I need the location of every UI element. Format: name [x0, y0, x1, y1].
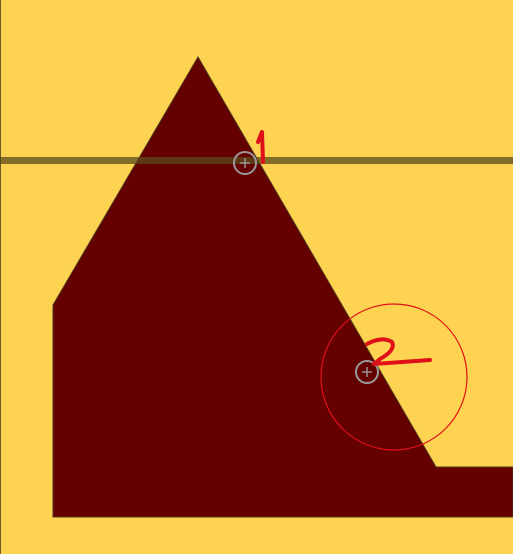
- point-marker-1[interactable]: [233, 151, 257, 175]
- annotation-label-2: 2: [365, 337, 432, 366]
- point-marker-2[interactable]: [355, 360, 379, 384]
- highlight-circle: [320, 303, 468, 451]
- polygon-shape[interactable]: [52, 56, 513, 518]
- crosshair-circle-icon: [355, 360, 379, 384]
- crosshair-circle-icon: [233, 151, 257, 175]
- annotation-label-1: 1: [256, 130, 265, 164]
